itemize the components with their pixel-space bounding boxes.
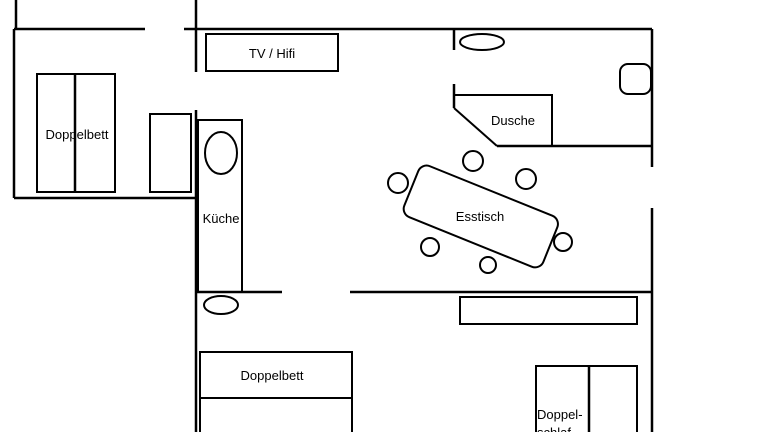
chair-icon: [420, 237, 440, 257]
kitchen-label: Küche: [203, 211, 240, 226]
washbasin-icon: [459, 33, 505, 51]
sofa-bed: Doppel- schlaf: [535, 365, 638, 432]
double-bed-bottom: Doppelbett: [199, 351, 353, 432]
chair-icon: [553, 232, 573, 252]
walls: [12, 0, 654, 432]
washbasin-icon: [203, 295, 239, 315]
double-bed-bottom-label: Doppelbett: [241, 368, 304, 383]
nightstand: [149, 113, 192, 193]
toilet-icon: [619, 63, 652, 95]
kitchen: Küche: [197, 119, 243, 293]
shower: Dusche: [453, 94, 553, 147]
sofa-bed-label-line2: schlaf: [537, 425, 571, 432]
double-bed-left: Doppelbett: [36, 73, 116, 193]
chair-icon: [515, 168, 537, 190]
dining-table: Esstisch: [387, 150, 573, 274]
double-bed-left-label: Doppelbett: [46, 127, 109, 142]
chair-icon: [462, 150, 484, 172]
dining-table-label: Esstisch: [456, 209, 504, 224]
cabinet: [459, 296, 638, 325]
shower-label: Dusche: [491, 113, 535, 128]
sofa-bed-label-line1: Doppel-: [537, 407, 583, 422]
sink-icon: [204, 131, 238, 175]
chair-icon: [387, 172, 409, 194]
tv-hifi: TV / Hifi: [205, 33, 339, 72]
chair-icon: [479, 256, 497, 274]
tv-hifi-label: TV / Hifi: [249, 46, 295, 61]
